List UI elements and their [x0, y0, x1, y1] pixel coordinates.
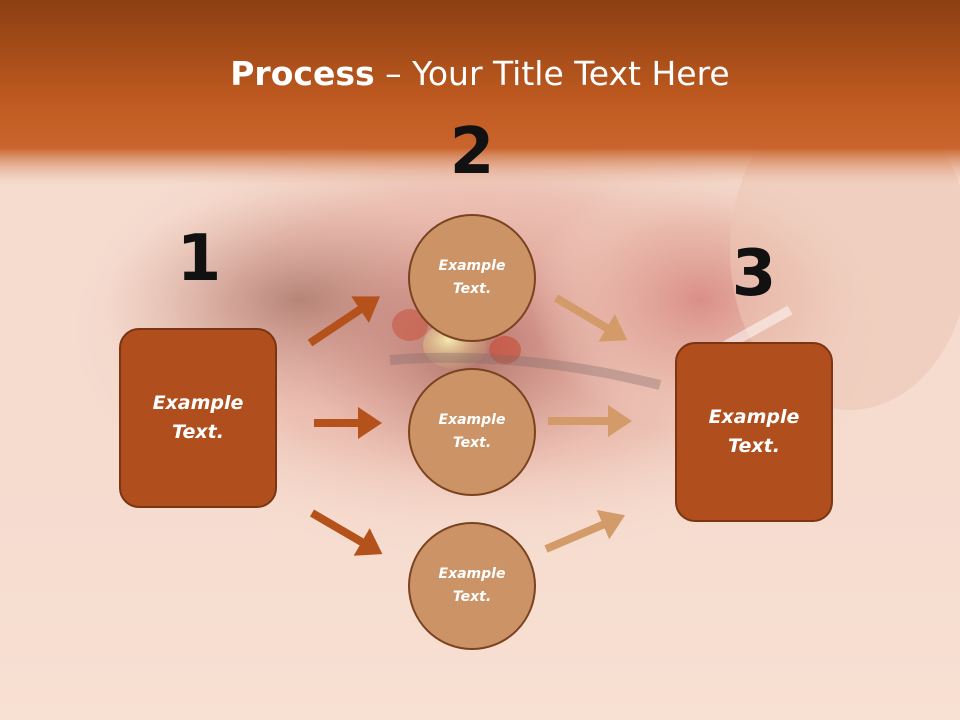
- step-2-text-middle: Example Text.: [438, 412, 506, 451]
- arrow-1-to-top: [307, 296, 380, 347]
- slide-title: Process – Your Title Text Here: [0, 52, 960, 96]
- step-number-1: 1: [176, 222, 222, 296]
- step-2-circle-top: Example Text.: [408, 214, 536, 342]
- step-3-box: Example Text.: [675, 342, 833, 522]
- step-1-box: Example Text.: [119, 328, 277, 508]
- step-3-text: Example Text.: [708, 406, 800, 457]
- step-1-text: Example Text.: [152, 392, 244, 443]
- step-number-2: 2: [449, 115, 495, 189]
- step-2-text-top: Example Text.: [438, 258, 506, 297]
- step-2-circle-bottom: Example Text.: [408, 522, 536, 650]
- title-bold: Process: [230, 54, 375, 93]
- arrow-1-to-bottom: [309, 509, 383, 556]
- step-2-text-bottom: Example Text.: [438, 566, 506, 605]
- arrow-top-to-3: [553, 294, 628, 342]
- step-number-3: 3: [731, 237, 777, 311]
- title-rest: – Your Title Text Here: [374, 54, 730, 93]
- step-2-circle-middle: Example Text.: [408, 368, 536, 496]
- arrow-bottom-to-3: [544, 509, 626, 553]
